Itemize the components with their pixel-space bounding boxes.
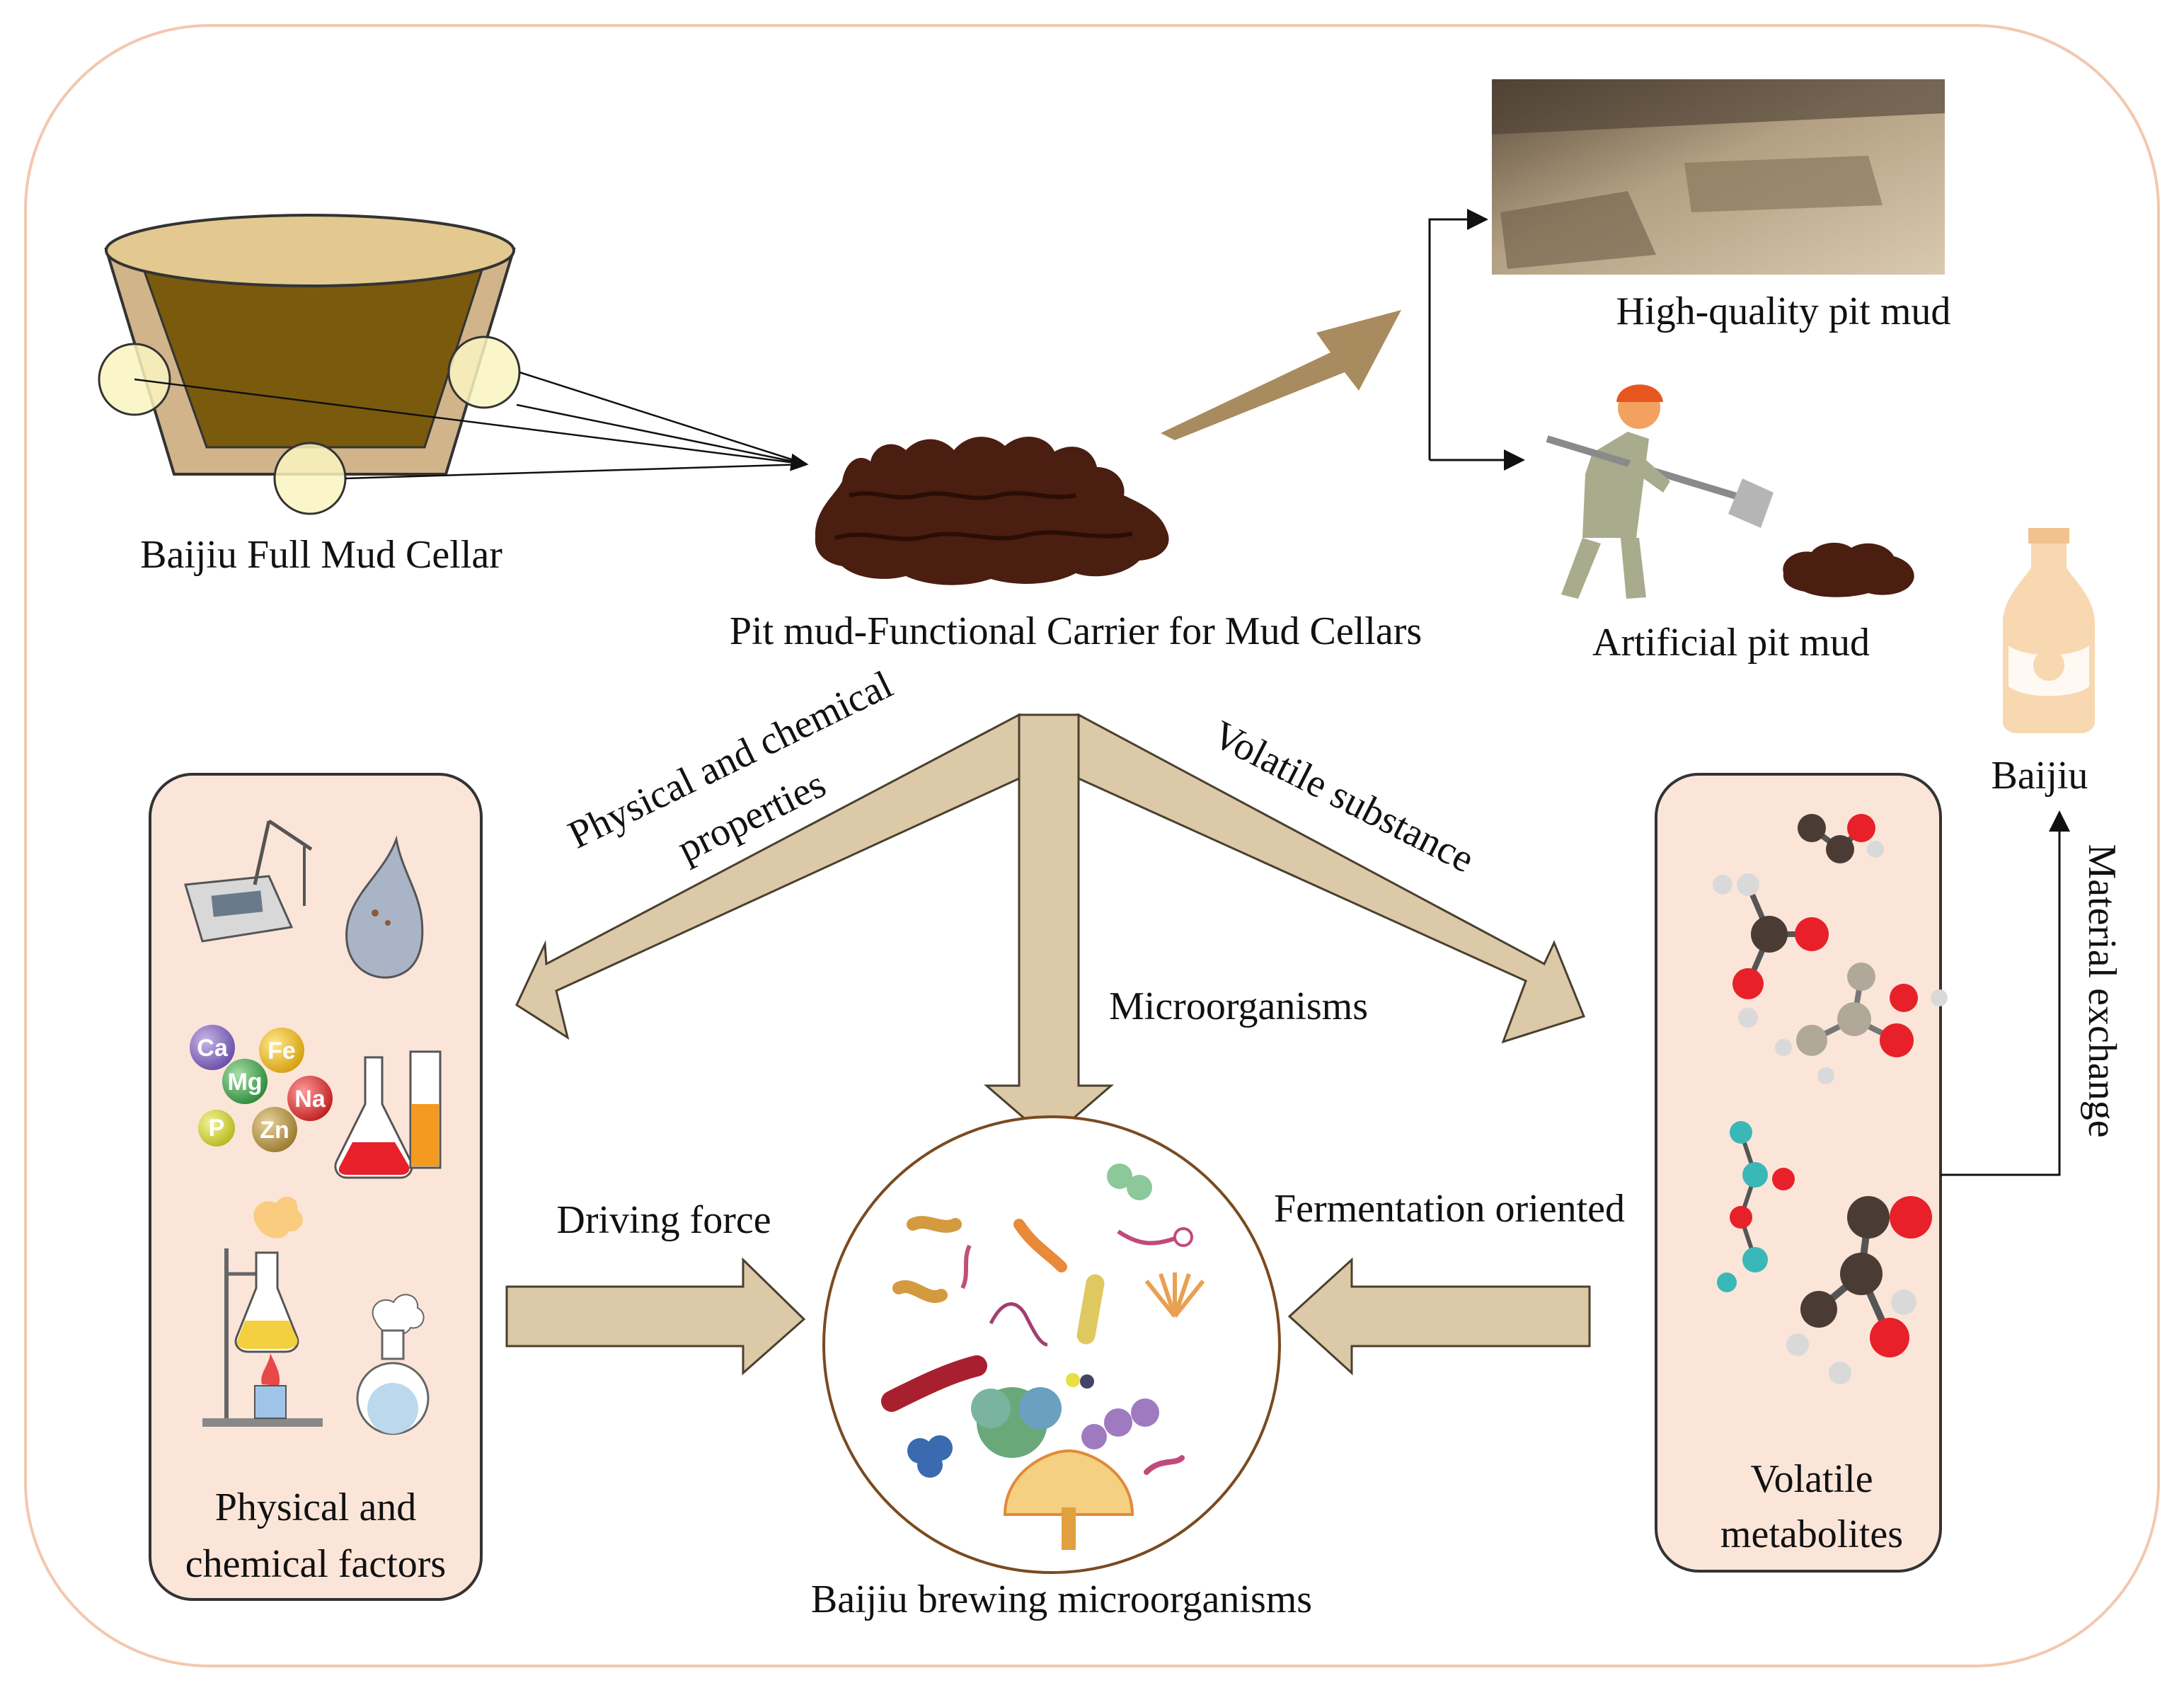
volatile-metabolites-label-2: metabolites xyxy=(1720,1512,1903,1556)
high-quality-pit-mud-photo xyxy=(1492,79,1945,275)
mineral-elements-icon: Ca Mg Fe Na P Zn xyxy=(190,1025,333,1152)
baijiu-bottle-icon xyxy=(2003,528,2095,733)
volatile-metabolites-label-1: Volatile xyxy=(1750,1457,1873,1501)
microbes-icon xyxy=(881,1163,1205,1550)
pit-mud-pile xyxy=(815,436,1169,585)
brewing-microorganisms-label: Baijiu brewing microorganisms xyxy=(811,1578,1312,1621)
element-zn: Zn xyxy=(260,1117,289,1144)
material-exchange-label: Material exchange xyxy=(2080,844,2124,1137)
phys-factors-label-2: chemical factors xyxy=(185,1542,446,1586)
element-p: P xyxy=(209,1115,225,1142)
molecules-icon xyxy=(1713,814,1948,1384)
ph-meter-icon xyxy=(184,819,313,943)
volatile-metabolites-panel xyxy=(1655,773,1942,1573)
arrow-to-volatile xyxy=(1077,713,1585,1044)
upgrade-arrow xyxy=(1161,310,1401,440)
mud-cellar-label: Baijiu Full Mud Cellar xyxy=(140,533,502,577)
high-quality-label: High-quality pit mud xyxy=(1616,289,1951,333)
artificial-pit-mud-pile xyxy=(1783,542,1914,597)
sample-point-bottom xyxy=(273,442,347,515)
element-mg: Mg xyxy=(227,1069,262,1096)
burner-stand-icon xyxy=(202,1196,323,1427)
pit-mud-carrier-label: Pit mud-Functional Carrier for Mud Cella… xyxy=(730,609,1422,653)
flask-cylinder-icon xyxy=(334,1050,442,1179)
element-fe: Fe xyxy=(268,1038,296,1064)
microorganisms-label: Microorganisms xyxy=(1109,984,1368,1028)
outer-frame xyxy=(24,24,2160,1667)
element-ca: Ca xyxy=(197,1035,229,1062)
fermentation-arrow xyxy=(1287,1257,1591,1376)
element-na: Na xyxy=(294,1086,326,1113)
baijiu-label: Baijiu xyxy=(1992,754,2088,798)
water-drop-icon xyxy=(345,835,424,979)
driving-force-label: Driving force xyxy=(556,1198,771,1242)
artificial-label: Artificial pit mud xyxy=(1592,621,1870,665)
driving-force-arrow xyxy=(505,1257,806,1376)
fermentation-oriented-label: Fermentation oriented xyxy=(1274,1187,1625,1231)
phys-factors-label-1: Physical and xyxy=(215,1486,417,1529)
sample-point-right xyxy=(447,335,521,409)
mud-cellar-illustration xyxy=(98,214,809,515)
arrow-to-physical xyxy=(515,713,1021,1040)
flask-bubbles-icon xyxy=(356,1294,430,1435)
worker-icon xyxy=(1546,384,1774,599)
